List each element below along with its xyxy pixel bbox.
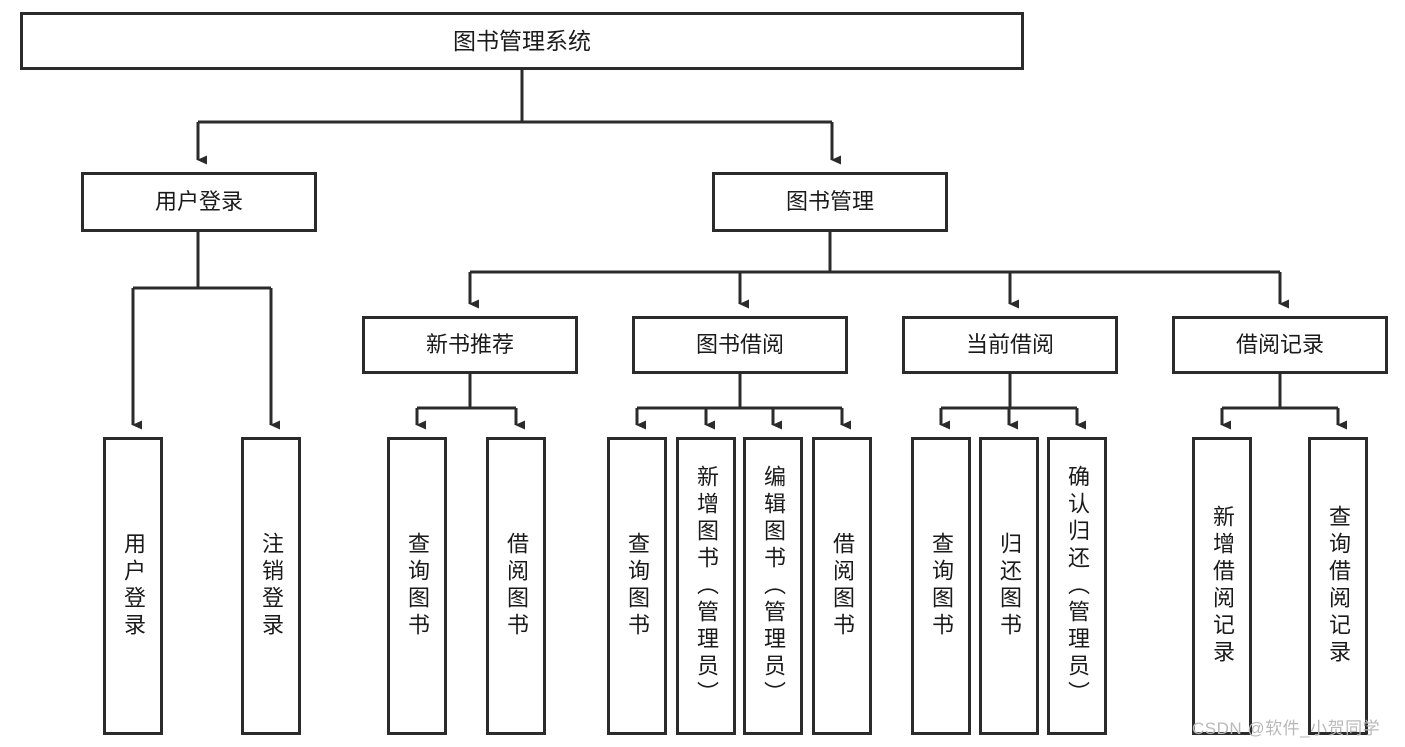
node-user-login-label: 用户登录 [154,189,243,215]
node-current-borrow-label: 当前借阅 [965,332,1054,358]
leaf-add-record-label: 新增借阅记录 [1210,505,1235,667]
leaf-edit-book[interactable]: 编辑图书（管理员） [743,437,803,735]
leaf-add-book[interactable]: 新增图书（管理员） [676,437,736,735]
leaf-return-book[interactable]: 归还图书 [979,437,1039,735]
leaf-query-book-3-label: 查询图书 [929,532,954,640]
node-book-borrow-label: 图书借阅 [695,332,784,358]
leaf-query-book-2[interactable]: 查询图书 [607,437,667,735]
leaf-query-book-1[interactable]: 查询图书 [387,437,447,735]
node-borrow-record[interactable]: 借阅记录 [1172,316,1388,374]
leaf-borrow-book-1[interactable]: 借阅图书 [486,437,546,735]
leaf-query-book-1-label: 查询图书 [405,532,430,640]
leaf-borrow-book-2[interactable]: 借阅图书 [812,437,872,735]
leaf-user-login[interactable]: 用户登录 [103,437,163,735]
leaf-query-record[interactable]: 查询借阅记录 [1308,437,1368,735]
node-root[interactable]: 图书管理系统 [20,12,1024,70]
node-user-login[interactable]: 用户登录 [81,172,317,232]
leaf-query-book-3[interactable]: 查询图书 [911,437,971,735]
leaf-edit-book-label: 编辑图书（管理员） [761,464,786,708]
node-current-borrow[interactable]: 当前借阅 [902,316,1118,374]
node-new-book-rec[interactable]: 新书推荐 [362,316,578,374]
leaf-logout[interactable]: 注销登录 [241,437,301,735]
leaf-confirm-return[interactable]: 确认归还（管理员） [1047,437,1107,735]
node-book-manage[interactable]: 图书管理 [712,172,948,232]
leaf-logout-label: 注销登录 [259,532,284,640]
leaf-add-record[interactable]: 新增借阅记录 [1192,437,1252,735]
leaf-borrow-book-1-label: 借阅图书 [504,532,529,640]
leaf-query-book-2-label: 查询图书 [625,532,650,640]
node-book-manage-label: 图书管理 [785,189,874,215]
node-book-borrow[interactable]: 图书借阅 [632,316,848,374]
csdn-watermark: CSDN @软件_小贺同学 [1192,719,1381,738]
leaf-return-book-label: 归还图书 [997,532,1022,640]
leaf-query-record-label: 查询借阅记录 [1326,505,1351,667]
node-new-book-rec-label: 新书推荐 [425,332,514,358]
node-root-label: 图书管理系统 [453,27,591,54]
leaf-add-book-label: 新增图书（管理员） [694,464,719,708]
node-borrow-record-label: 借阅记录 [1235,332,1324,358]
leaf-borrow-book-2-label: 借阅图书 [830,532,855,640]
leaf-confirm-return-label: 确认归还（管理员） [1065,464,1090,708]
leaf-user-login-label: 用户登录 [121,532,146,640]
